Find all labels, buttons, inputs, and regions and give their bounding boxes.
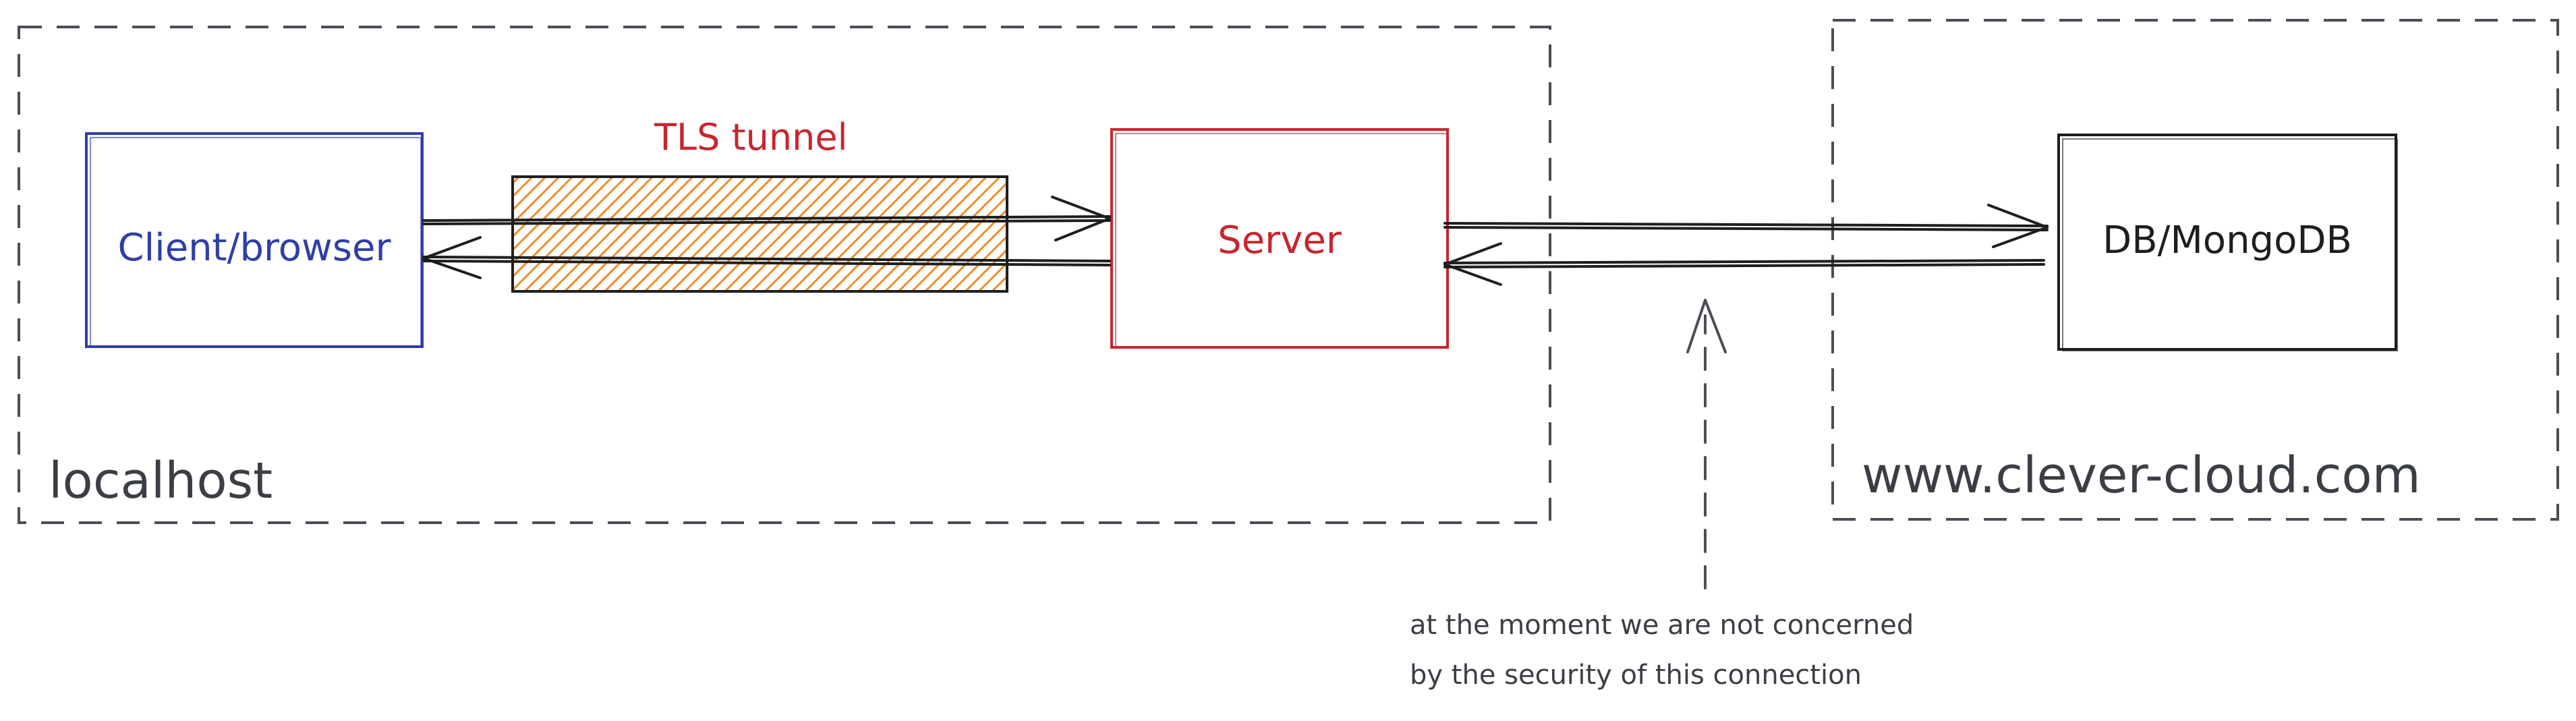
tls-tunnel-label: TLS tunnel [654,116,848,158]
db-label: DB/MongoDB [2102,219,2352,262]
security-note-line1: at the moment we are not concerned [1410,610,1914,641]
note-pointer-arrow [1686,299,1727,589]
client-to-server-arrow [422,196,1111,241]
server-to-db-arrow [1443,204,2049,248]
localhost-zone-border [18,26,1551,524]
db-box [2057,134,2397,351]
server-label: Server [1218,219,1342,262]
client-label: Client/browser [117,226,391,270]
tls-tunnel-region [511,175,1008,293]
server-box [1110,128,1449,349]
cloud-zone-border [1831,19,2559,521]
server-to-client-arrow [422,236,1111,279]
security-note-line2: by the security of this connection [1410,660,1862,691]
cloud-zone-label: www.clever-cloud.com [1862,446,2421,504]
db-to-server-arrow [1443,242,2045,286]
localhost-zone-label: localhost [49,452,273,510]
client-box [85,132,424,348]
